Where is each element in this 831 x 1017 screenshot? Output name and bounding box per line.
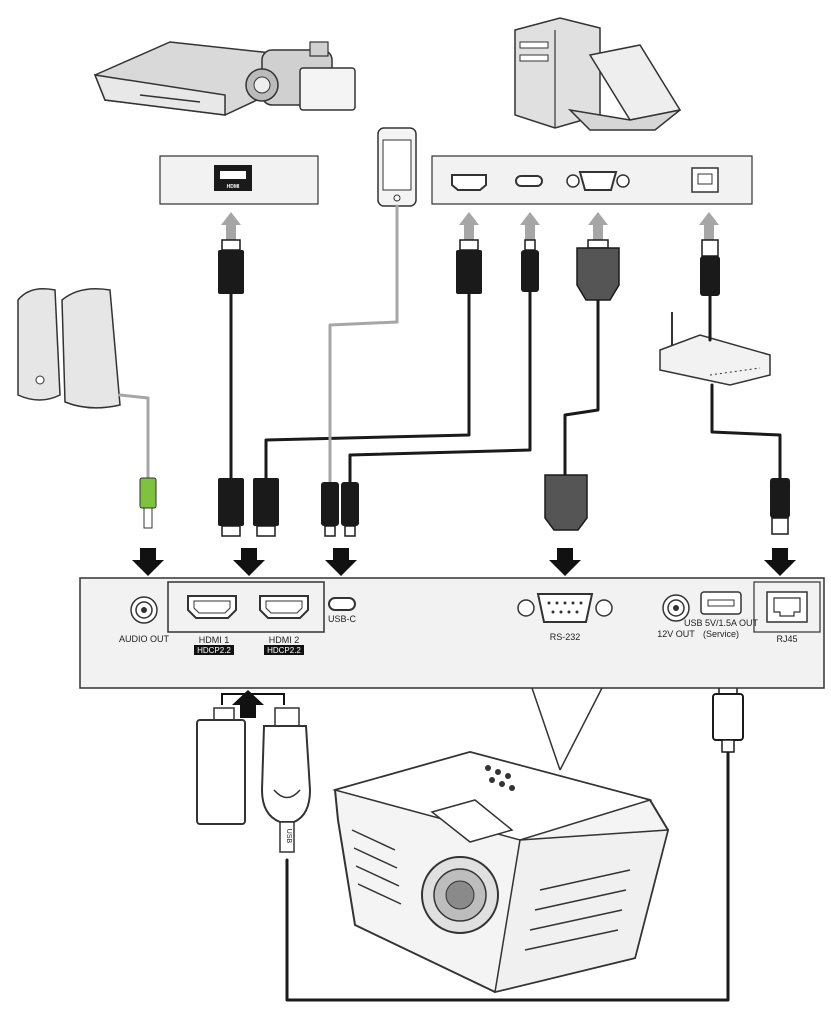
camcorder-icon — [245, 41, 356, 111]
rj45-port-icon — [691, 167, 719, 193]
hdmi2-port[interactable] — [259, 595, 309, 619]
usb-service-label-line2: (Service) — [703, 629, 739, 639]
source-hdmi-panel: HDMI — [159, 155, 319, 205]
wireless-dongle-icon: USB — [260, 707, 312, 853]
source-hdmi-label: HDMI — [227, 184, 240, 190]
audio-out-label: AUDIO OUT — [119, 634, 170, 644]
source-pc-panel — [431, 155, 753, 205]
connector-plugs — [139, 239, 790, 753]
panel-callout-lines — [531, 687, 603, 771]
hdmi1-port[interactable] — [187, 595, 237, 619]
hdmi2-hdcp-badge: HDCP2.2 — [267, 646, 301, 655]
rs232-port[interactable] — [517, 593, 613, 623]
rj45-label: RJ45 — [776, 634, 797, 644]
usb-c-port[interactable] — [328, 597, 356, 611]
gray-arrows — [221, 212, 719, 240]
twelve-v-out-port[interactable] — [662, 594, 690, 622]
desktop-pc-icon — [514, 17, 601, 129]
laptop-icon — [567, 44, 682, 131]
twelve-v-out-label: 12V OUT — [657, 629, 695, 639]
hdmi-dongle-icon — [196, 707, 246, 825]
hdmi-group-frame — [167, 581, 325, 633]
smartphone-icon — [377, 127, 417, 207]
cables — [118, 204, 782, 1002]
audio-out-port[interactable] — [130, 596, 158, 624]
vga-port-icon — [566, 171, 630, 191]
dongle-bracket — [221, 693, 285, 705]
usb-c-port-icon — [515, 175, 543, 187]
usb-c-label: USB-C — [328, 614, 357, 624]
hdmi2-label: HDMI 2 — [269, 635, 300, 645]
usb-service-port[interactable] — [700, 591, 742, 615]
rj45-port[interactable] — [766, 591, 808, 623]
hdmi1-hdcp-badge: HDCP2.2 — [197, 646, 231, 655]
hdmi1-label: HDMI 1 — [199, 635, 230, 645]
router-icon — [659, 312, 771, 386]
usb-service-label-line1: USB 5V/1.5A OUT — [684, 618, 759, 628]
speaker-icon — [17, 288, 121, 409]
dongle-usb-label: USB — [285, 829, 292, 844]
hdmi-port-icon — [451, 174, 487, 191]
projector-io-panel: AUDIO OUT HDMI 1 HDCP2.2 HDMI 2 HDCP2.2 … — [79, 577, 825, 689]
projector-icon — [332, 750, 670, 994]
rs232-label: RS-232 — [550, 632, 581, 642]
